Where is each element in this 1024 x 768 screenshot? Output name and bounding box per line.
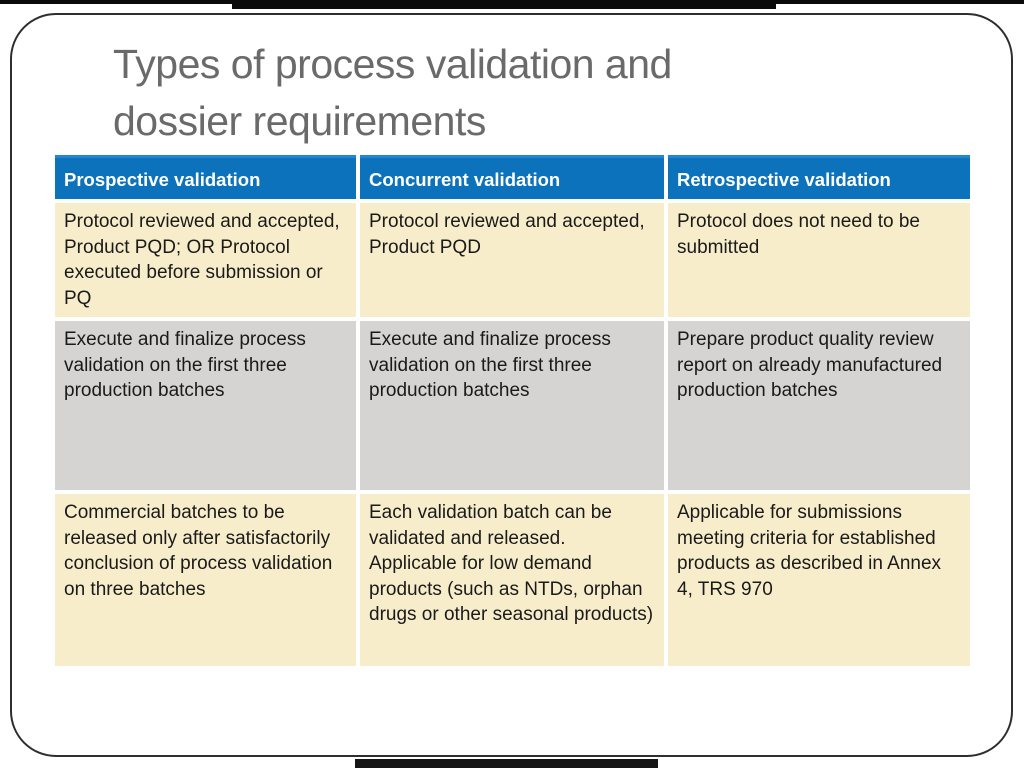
table-cell-r3c3: Applicable for submissions meeting crite… — [668, 494, 970, 666]
page-title-line1: Types of process validation and — [113, 41, 672, 87]
table-header-retrospective: Retrospective validation — [668, 155, 970, 199]
slide-border — [10, 13, 1013, 757]
page-title: Types of process validation and dossier … — [113, 36, 672, 150]
bottom-center-bar — [355, 759, 658, 768]
table-cell-r2c1: Execute and finalize process validation … — [55, 321, 356, 490]
table-cell-r2c3: Prepare product quality review report on… — [668, 321, 970, 490]
page-title-line2: dossier requirements — [113, 98, 486, 144]
table-header-prospective: Prospective validation — [55, 155, 356, 199]
table-cell-r2c2: Execute and finalize process validation … — [360, 321, 664, 490]
table-cell-r3c1: Commercial batches to be released only a… — [55, 494, 356, 666]
table-cell-r1c1: Protocol reviewed and accepted, Product … — [55, 203, 356, 317]
table-header-concurrent: Concurrent validation — [360, 155, 664, 199]
table-cell-r1c2: Protocol reviewed and accepted, Product … — [360, 203, 664, 317]
table-cell-r3c2: Each validation batch can be validated a… — [360, 494, 664, 666]
validation-table: Prospective validation Concurrent valida… — [55, 155, 970, 666]
table-cell-r1c3: Protocol does not need to be submitted — [668, 203, 970, 317]
top-center-bar — [232, 0, 776, 9]
